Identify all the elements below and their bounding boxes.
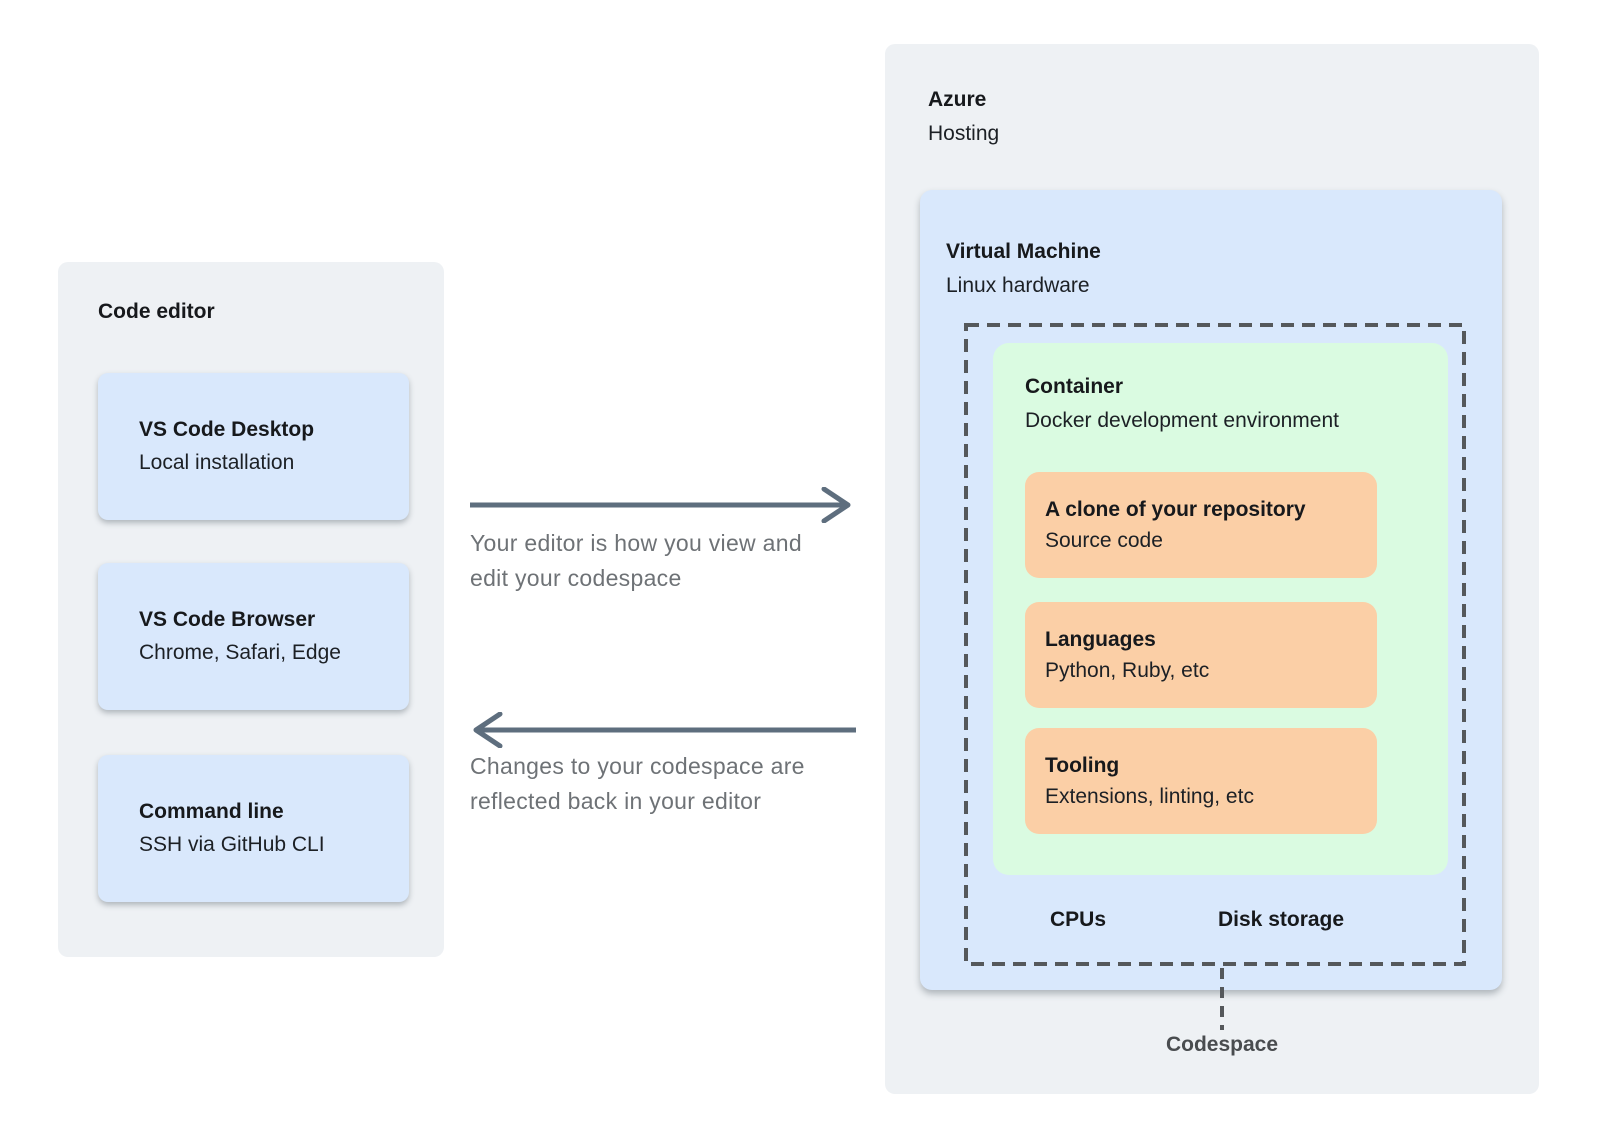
command-line-subtitle: SSH via GitHub CLI	[139, 833, 325, 856]
codespace-label: Codespace	[1165, 1033, 1279, 1056]
flow-note-to-editor-line2: reflected back in your editor	[470, 788, 762, 814]
tooling-title: Tooling	[1045, 753, 1120, 777]
flow-note-to-codespace: Your editor is how you view and edit you…	[470, 526, 860, 596]
azure-subtitle: Hosting	[928, 122, 1000, 145]
virtual-machine-title: Virtual Machine	[946, 240, 1101, 263]
languages-card: Languages Python, Ruby, etc	[1025, 602, 1377, 708]
repository-clone-card: A clone of your repository Source code	[1025, 472, 1377, 578]
languages-subtitle: Python, Ruby, etc	[1045, 658, 1210, 682]
vscode-desktop-subtitle: Local installation	[139, 451, 295, 474]
vscode-browser-title: VS Code Browser	[139, 608, 316, 631]
azure-title: Azure	[928, 88, 987, 111]
flow-note-to-editor: Changes to your codespace are reflected …	[470, 749, 860, 819]
virtual-machine-panel: Virtual Machine Linux hardware Container…	[920, 190, 1502, 990]
cpus-label: CPUs	[1050, 908, 1107, 931]
flow-note-to-codespace-line1: Your editor is how you view and	[470, 530, 802, 556]
container-title: Container	[1025, 375, 1124, 398]
command-line-title: Command line	[139, 800, 284, 823]
code-editor-panel: Code editor VS Code Desktop Local instal…	[58, 262, 444, 957]
flow-note-to-codespace-line2: edit your codespace	[470, 565, 682, 591]
languages-title: Languages	[1045, 627, 1156, 651]
command-line-card: Command line SSH via GitHub CLI	[98, 755, 409, 902]
tooling-card: Tooling Extensions, linting, etc	[1025, 728, 1377, 834]
virtual-machine-subtitle: Linux hardware	[946, 274, 1090, 297]
codespace-connector-line	[1220, 968, 1224, 1030]
azure-panel: Azure Hosting Virtual Machine Linux hard…	[885, 44, 1539, 1094]
repository-clone-title: A clone of your repository	[1045, 497, 1306, 521]
container-subtitle: Docker development environment	[1025, 409, 1339, 432]
flow-note-to-editor-line1: Changes to your codespace are	[470, 753, 805, 779]
code-editor-title: Code editor	[98, 300, 215, 323]
disk-storage-label: Disk storage	[1218, 908, 1345, 931]
tooling-subtitle: Extensions, linting, etc	[1045, 784, 1254, 808]
vscode-desktop-card: VS Code Desktop Local installation	[98, 373, 409, 520]
codespace-dashed-boundary	[964, 323, 1466, 966]
repository-clone-subtitle: Source code	[1045, 528, 1163, 552]
vscode-browser-subtitle: Chrome, Safari, Edge	[139, 641, 341, 664]
vscode-browser-card: VS Code Browser Chrome, Safari, Edge	[98, 563, 409, 710]
container-panel: Container Docker development environment…	[993, 343, 1448, 875]
vscode-desktop-title: VS Code Desktop	[139, 418, 315, 441]
arrow-right-icon	[470, 487, 851, 523]
arrow-left-icon	[473, 712, 856, 748]
